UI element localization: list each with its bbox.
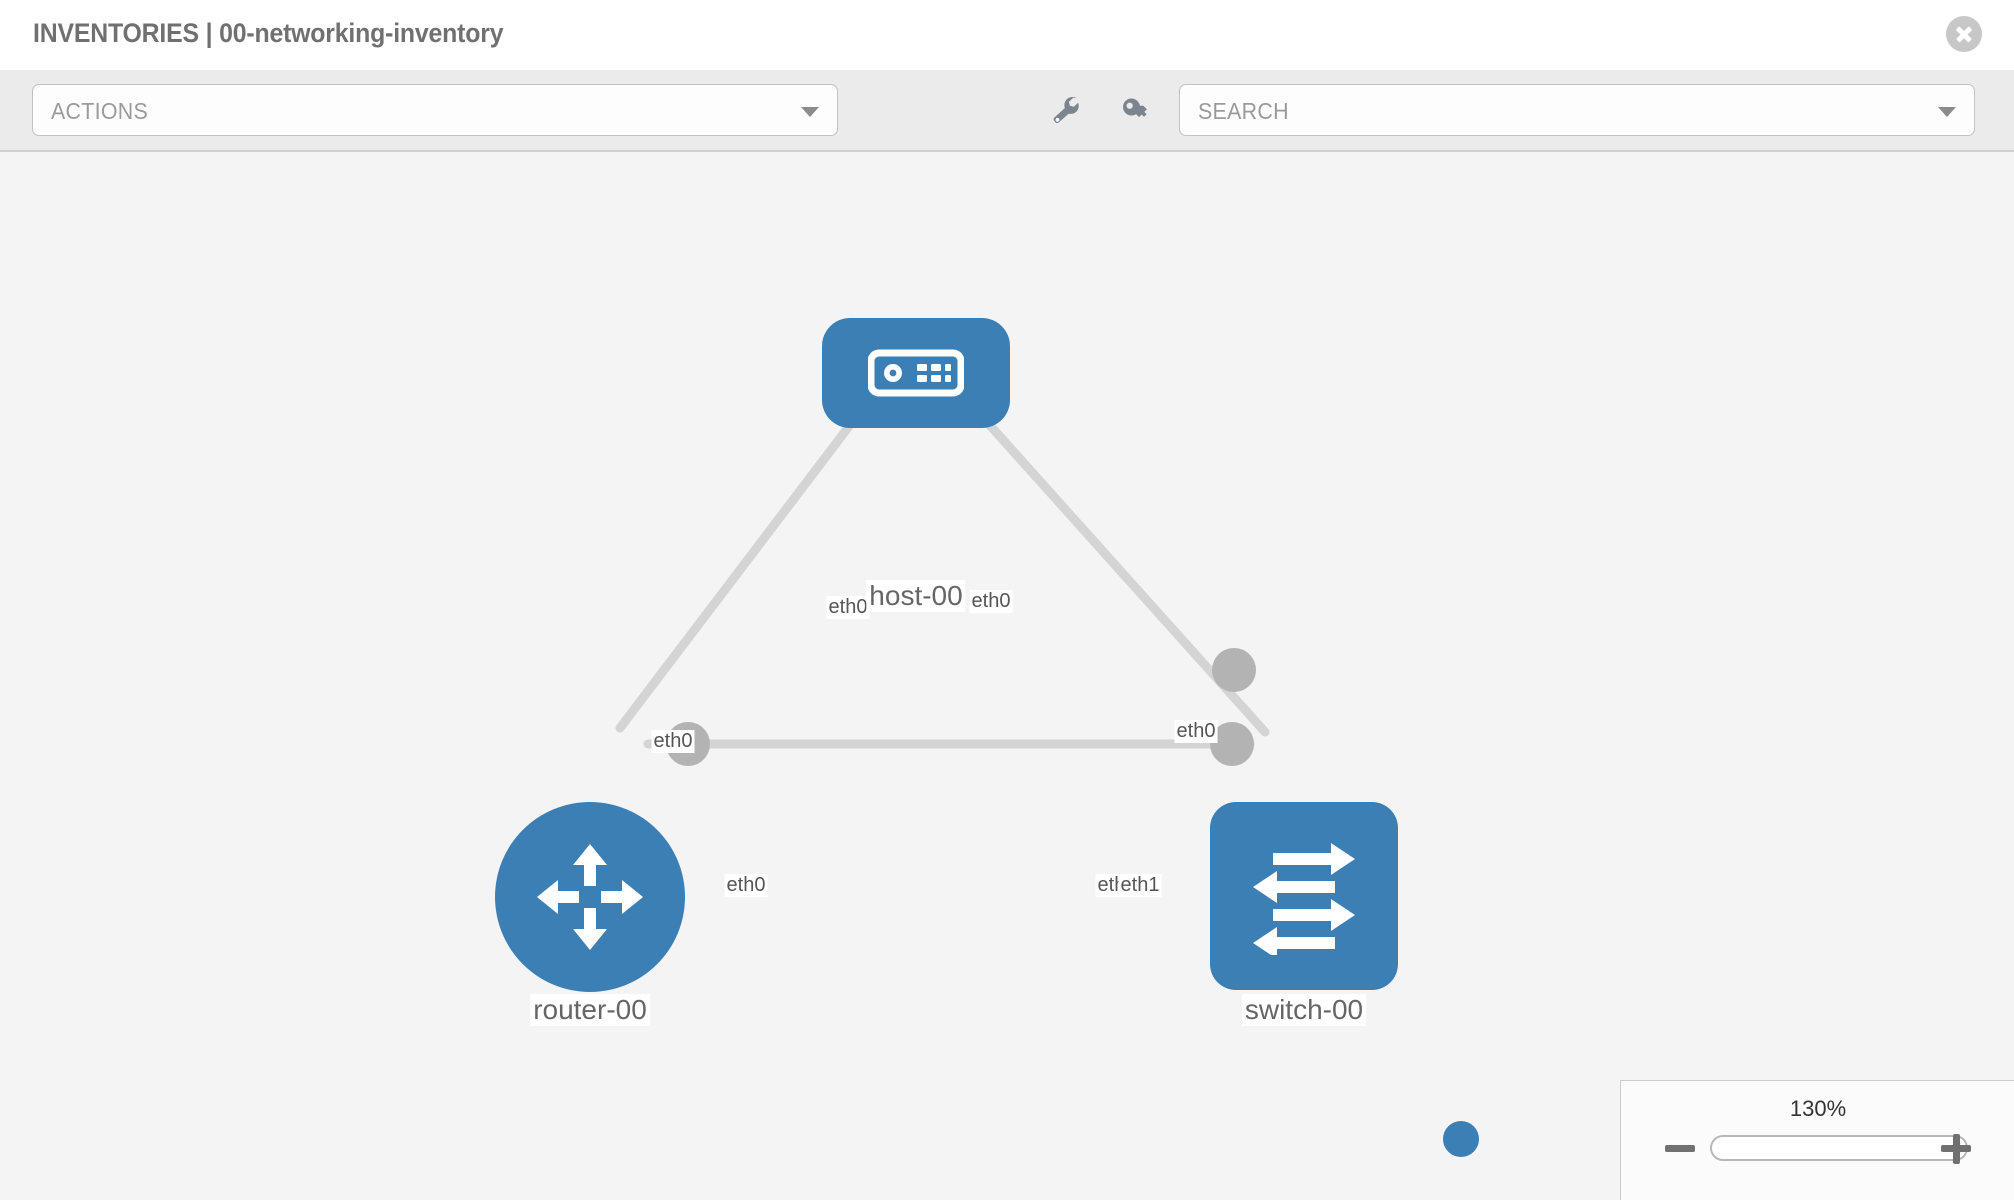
toolbar: ACTIONS SEARCH <box>0 70 2014 152</box>
zoom-out-button[interactable] <box>1663 1131 1697 1165</box>
actions-dropdown-label: ACTIONS <box>51 98 149 124</box>
link-router-host <box>615 387 880 733</box>
search-placeholder: SEARCH <box>1198 98 1289 124</box>
page-header: INVENTORIES | 00-networking-inventory <box>0 0 2014 70</box>
chevron-down-icon <box>801 107 819 117</box>
search-input[interactable]: SEARCH <box>1179 84 1975 136</box>
zoom-percent-label: 130% <box>1789 1096 1847 1121</box>
zoom-slider-thumb[interactable] <box>1443 1121 1479 1157</box>
node-label-host-00: host-00 <box>866 580 966 612</box>
router-icon <box>537 844 643 950</box>
interface-label: eth0 <box>724 874 768 897</box>
interface-label: eth0 <box>969 590 1013 613</box>
topology-node-host-00[interactable] <box>822 318 1010 428</box>
topology-canvas[interactable]: eth0 eth0 eth0 eth0 eth0 eth0 eth1 host-… <box>0 152 2014 1200</box>
interface-label: eth0 <box>1174 720 1218 743</box>
interface-label: eth0 <box>651 730 695 753</box>
page-title: INVENTORIES | 00-networking-inventory <box>33 18 504 48</box>
zoom-control-panel: 130% <box>1620 1080 2014 1200</box>
topology-node-router-00[interactable] <box>495 802 685 992</box>
node-label-switch-00: switch-00 <box>1241 994 1367 1026</box>
actions-dropdown[interactable]: ACTIONS <box>32 84 838 136</box>
wrench-icon[interactable] <box>1046 90 1086 130</box>
zoom-slider-track[interactable] <box>1710 1135 1968 1161</box>
topology-node-switch-00[interactable] <box>1210 802 1398 990</box>
key-icon[interactable] <box>1115 90 1155 130</box>
interface-label: eth1 <box>1118 874 1162 897</box>
interface-label: eth0 <box>826 596 870 619</box>
chevron-down-icon <box>1938 107 1956 117</box>
switch-icon <box>1253 843 1355 955</box>
topology-links <box>615 328 1270 766</box>
server-icon <box>868 349 964 397</box>
close-icon[interactable] <box>1946 16 1982 52</box>
zoom-in-button[interactable] <box>1939 1131 1973 1165</box>
node-label-router-00: router-00 <box>530 994 650 1026</box>
